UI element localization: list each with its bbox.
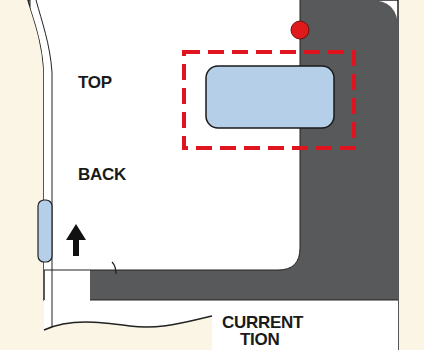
power-button: [206, 66, 334, 128]
white-panel: [30, 0, 300, 270]
button-label: TOP: [78, 74, 112, 91]
highlight-frame: [184, 52, 354, 148]
power-icon: [257, 151, 279, 187]
cut-ground: [44, 316, 212, 350]
indicator-lamp: [291, 21, 309, 39]
leader-mark: [112, 262, 116, 274]
cut-edge: [44, 316, 212, 330]
lower-strip: [30, 300, 398, 350]
button-label: TION: [240, 331, 279, 348]
button-label: BACK: [78, 166, 126, 183]
button-label: CURRENT: [222, 314, 303, 331]
up-arrow: [66, 224, 86, 256]
side-button: [38, 200, 52, 262]
side-edge: [36, 0, 52, 350]
